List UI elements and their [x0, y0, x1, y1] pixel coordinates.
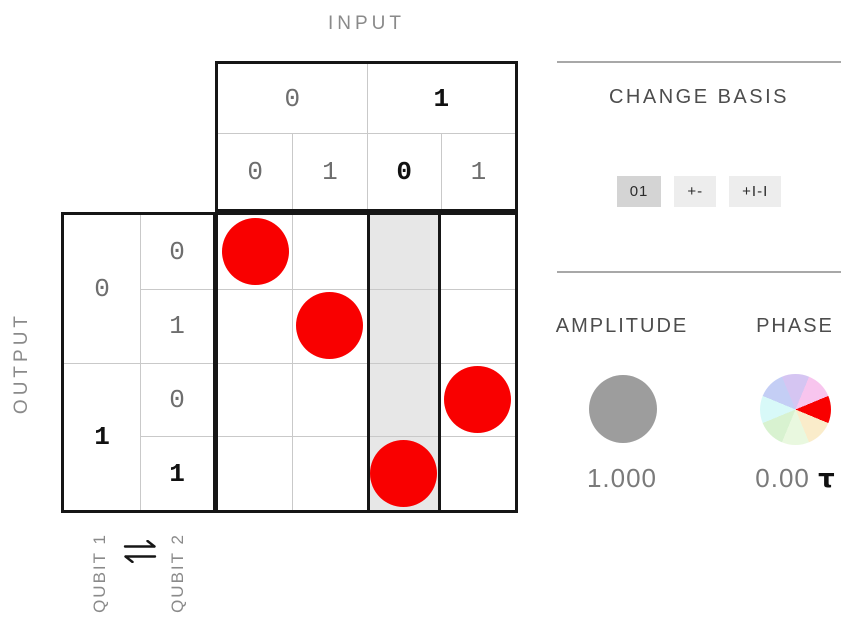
input-sub-01: 1 [292, 134, 366, 209]
output-qubit1-col: 0 1 [64, 215, 140, 510]
output-sub-11: 1 [141, 436, 213, 510]
matrix-cell[interactable] [440, 436, 515, 510]
phase-value: 0.00 τ [715, 463, 858, 494]
matrix-cell[interactable] [292, 362, 367, 437]
change-basis-title: CHANGE BASIS [608, 86, 790, 108]
basis-button-plus-i-minus-i[interactable]: +I-I [729, 176, 782, 207]
output-group-0: 0 [94, 273, 110, 304]
matrix-cell[interactable] [218, 362, 293, 437]
matrix-dot-in00-out00 [221, 218, 289, 286]
input-axis-title: INPUT [328, 13, 405, 34]
output-group-1: 1 [64, 362, 140, 511]
matrix-cell-highlighted[interactable] [366, 215, 441, 289]
matrix-cell[interactable] [440, 215, 515, 289]
matrix-cell[interactable] [218, 288, 293, 363]
amplitude-circle [589, 375, 657, 443]
input-sub-00: 0 [247, 156, 263, 187]
input-group-1: 1 [366, 64, 516, 133]
basis-button-plus-minus[interactable]: +- [674, 176, 717, 207]
tau-unit: τ [818, 464, 835, 494]
output-sub-10: 0 [141, 362, 213, 437]
phase-number: 0.00 [755, 463, 810, 493]
phase-color-wheel-icon [760, 374, 831, 445]
matrix-dot-in01-out01 [295, 292, 363, 360]
output-sub-01: 1 [141, 288, 213, 363]
qubit2-label: QUBIT 2 [168, 533, 187, 613]
matrix-cell-highlighted[interactable] [366, 362, 441, 437]
output-axis-title: OUTPUT [11, 311, 32, 415]
input-sub-10: 0 [366, 134, 441, 209]
output-qubit2-col: 0 1 0 1 [140, 215, 213, 510]
input-header-table: 0 1 0 1 0 1 [215, 61, 518, 212]
amplitude-label: AMPLITUDE [555, 315, 689, 337]
output-sub-00: 0 [169, 236, 185, 267]
matrix-dot-in11-out10 [444, 365, 512, 433]
matrix-cell[interactable] [440, 288, 515, 363]
amplitude-value: 1.000 [586, 463, 658, 493]
input-qubit2-row: 0 1 0 1 [218, 133, 515, 209]
input-qubit1-row: 0 1 [218, 64, 515, 133]
matrix-cell[interactable] [292, 436, 367, 510]
basis-button-group: 01 +- +I-I [557, 176, 841, 207]
matrix-cell[interactable] [218, 436, 293, 510]
panel-divider-bottom [557, 271, 841, 273]
qubit1-label: QUBIT 1 [90, 533, 109, 613]
phase-label: PHASE [756, 315, 834, 337]
output-header-table: 0 1 0 1 0 1 [61, 212, 216, 513]
input-group-0: 0 [284, 83, 301, 114]
basis-button-01[interactable]: 01 [616, 176, 662, 207]
input-sub-11: 1 [440, 134, 515, 209]
truth-table-matrix [215, 212, 518, 513]
matrix-cell-highlighted[interactable] [366, 288, 441, 363]
panel-divider-top [557, 61, 841, 63]
matrix-dot-in10-out11 [370, 439, 438, 507]
matrix-cell[interactable] [292, 215, 367, 289]
swap-qubits-icon[interactable] [122, 539, 158, 568]
